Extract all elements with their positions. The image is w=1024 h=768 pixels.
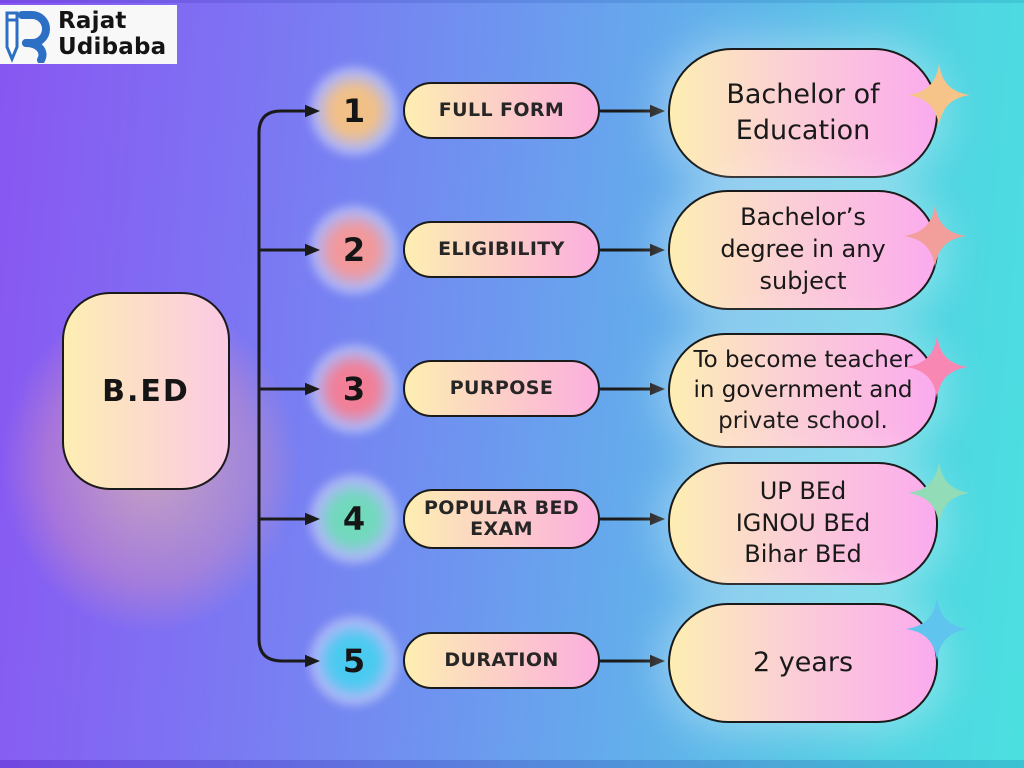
- step-4-number: 4: [342, 500, 366, 538]
- step-5-number: 5: [342, 642, 366, 680]
- answer-box-purpose: To become teacher in government and priv…: [668, 333, 938, 448]
- sparkle-icon: [904, 205, 966, 267]
- pencil-r-icon: [5, 10, 50, 63]
- sparkle-icon: [908, 462, 970, 524]
- sparkle-icon: [908, 64, 970, 126]
- topic-pill-eligibility: ELIGIBILITY: [403, 221, 600, 278]
- brand-name-line1: Rajat: [58, 7, 127, 34]
- step-4-glow: [306, 471, 402, 567]
- topic-pill-purpose: PURPOSE: [403, 360, 600, 417]
- answer-box-popular-bed-exam: UP BEd IGNOU BEd Bihar BEd: [668, 462, 938, 585]
- step-3-glow: [306, 341, 402, 437]
- topic-pill-duration: DURATION: [403, 632, 600, 689]
- brand-name: Rajat Udibaba: [58, 7, 167, 61]
- sparkle-icon: [906, 598, 968, 660]
- topic-pill-popular-bed-exam: POPULAR BED EXAM: [403, 489, 600, 549]
- step-5-glow: [306, 613, 402, 709]
- answer-box-duration: 2 years: [668, 603, 938, 723]
- topic-pill-full-form: FULL FORM: [403, 82, 600, 139]
- step-2-number: 2: [342, 231, 366, 269]
- step-3-number: 3: [342, 370, 366, 408]
- step-1-glow: [306, 63, 402, 159]
- answer-box-full-form: Bachelor of Education: [668, 48, 938, 178]
- step-1-number: 1: [342, 92, 366, 130]
- step-2-glow: [306, 202, 402, 298]
- sparkle-icon: [906, 336, 968, 398]
- answer-box-eligibility: Bachelor’s degree in any subject: [668, 190, 938, 310]
- brand-name-line2: Udibaba: [58, 33, 167, 60]
- brand-logo: Rajat Udibaba: [0, 5, 177, 64]
- main-topic-node: B.ED: [62, 292, 230, 490]
